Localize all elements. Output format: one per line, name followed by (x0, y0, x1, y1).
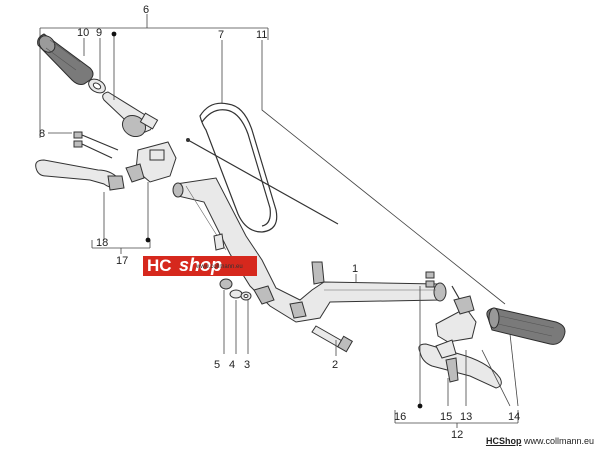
bolt (311, 325, 354, 353)
footer-credit: HCShop www.collmann.eu (486, 436, 594, 446)
switch-housing (125, 141, 177, 183)
callout-7: 7 (218, 29, 224, 41)
watermark-hc: HC (147, 256, 172, 275)
throttle-tube (102, 91, 159, 138)
left-grip (37, 33, 94, 85)
callout-18: 18 (96, 237, 108, 249)
callout-numbers: 6 10 9 7 11 8 18 17 1 2 5 4 3 16 15 13 1… (39, 4, 520, 441)
footer-brand: HCShop (485, 436, 522, 446)
callout-17: 17 (116, 255, 128, 267)
callout-12: 12 (451, 429, 463, 441)
brake-cable (199, 102, 278, 233)
callout-11: 11 (256, 29, 267, 41)
hcshop-watermark: HC shop (143, 255, 257, 276)
callout-1: 1 (352, 263, 358, 275)
watermark-shop: shop (179, 255, 222, 275)
callout-4: 4 (229, 359, 235, 371)
watermark-url: www.collmann.eu (196, 264, 243, 270)
callout-14: 14 (508, 411, 520, 423)
callout-10: 10 (77, 27, 89, 39)
callout-13: 13 (460, 411, 472, 423)
callout-9: 9 (96, 27, 102, 39)
callout-6: 6 (143, 4, 149, 16)
left-brake-lever (35, 159, 125, 191)
callout-2: 2 (332, 359, 338, 371)
footer-url: www.collmann.eu (523, 436, 594, 446)
leader-lines (48, 31, 519, 409)
washers (219, 278, 252, 301)
callout-3: 3 (244, 359, 250, 371)
right-brake-assembly (418, 271, 502, 389)
callout-16: 16 (394, 411, 406, 423)
screws (73, 131, 119, 159)
right-grip (486, 307, 566, 345)
callout-15: 15 (440, 411, 452, 423)
handlebar-tube (172, 177, 447, 323)
callout-8: 8 (39, 128, 45, 140)
ring-washer (88, 78, 106, 94)
throttle-cable (186, 138, 339, 225)
callout-5: 5 (214, 359, 220, 371)
